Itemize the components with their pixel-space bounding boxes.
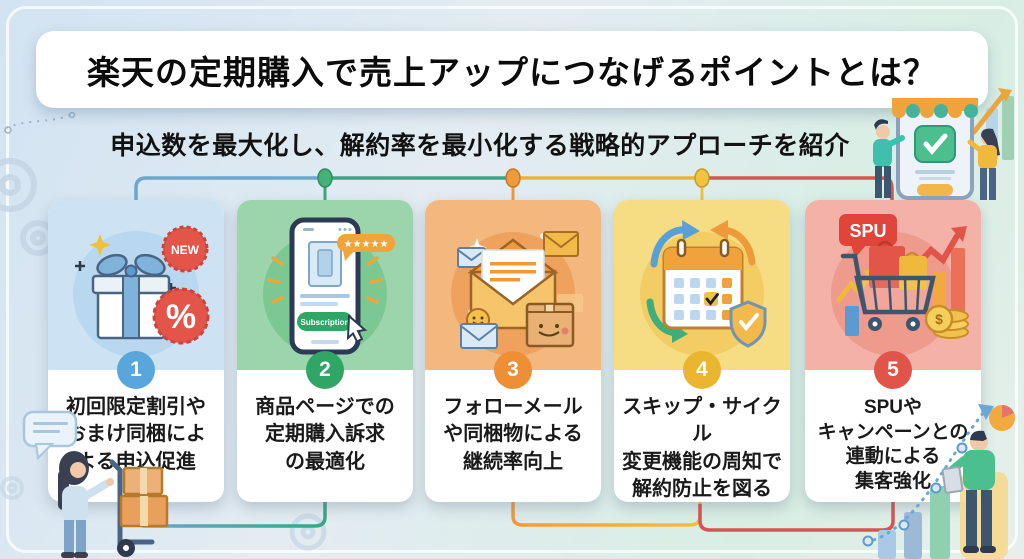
node-dot-orange	[505, 168, 521, 188]
calendar-icon	[662, 238, 744, 330]
card-5-number-badge: 5	[874, 351, 912, 389]
card-1-label-line-1: 初回限定割引や	[66, 396, 206, 418]
subtitle: 申込数を最大化し、解約率を最小化する戦略的アプローチを紹介	[110, 132, 850, 160]
title-banner: 楽天の定期購入で売上アップにつなげるポイントとは？	[36, 31, 988, 108]
card-3-illustration	[425, 200, 601, 370]
storefront-phone-illustration	[873, 88, 1014, 200]
svg-text:%: %	[166, 298, 196, 336]
percent-badge: %	[152, 287, 210, 345]
card-3-label-line-2: や同梱物による	[443, 423, 583, 446]
card-4-label: スキップ・サイクル 変更機能の周知で 解約防止を図る	[618, 394, 786, 504]
refresh-arrows-icon	[646, 220, 756, 343]
card-1-label: 初回限定割引や おまけ同梱によ よる申込促進	[52, 394, 220, 476]
sparkle-icon	[89, 234, 111, 256]
card-5-label-line-1: SPUや	[863, 397, 923, 418]
node-dot-yellow	[694, 168, 710, 188]
envelope-small-yellow-icon	[543, 231, 579, 257]
card-3-label: フォローメール や同梱物による 継続率向上	[429, 394, 597, 476]
person-right-icon	[967, 128, 1000, 200]
button-pill-icon	[917, 184, 953, 196]
rays-icon	[267, 256, 383, 304]
bar-icon	[951, 248, 965, 322]
package-icon	[525, 302, 575, 348]
checkmark-icon	[705, 293, 719, 306]
bar-icon	[845, 306, 859, 336]
analyst-icon	[941, 430, 996, 553]
node-dot-green	[317, 168, 333, 188]
card-5-label-line-2: キャンペーンとの	[817, 421, 969, 443]
card-5-label: SPUや キャンペーンとの 連動による 集客強化	[809, 396, 977, 495]
shopping-cart-icon	[840, 253, 936, 315]
awning-icon	[892, 98, 978, 118]
subscription-button: Subscription	[297, 312, 353, 331]
card-4-label-line-2: 変更機能の周知で	[622, 450, 782, 473]
card-5-label-line-4: 集客強化	[854, 471, 931, 493]
card-5: SPU	[805, 200, 981, 502]
growth-arrow-icon	[971, 91, 1007, 135]
card-4: 4 スキップ・サイクル 変更機能の周知で 解約防止を図る	[614, 200, 790, 502]
card-5-illustration: SPU	[805, 200, 981, 370]
card-3-number-badge: 3	[494, 351, 532, 389]
svg-text:$: $	[935, 311, 943, 327]
card-4-label-line-1: スキップ・サイクル	[622, 396, 782, 446]
bar-chart-icon	[878, 486, 950, 559]
card-2-label-line-1: 商品ページでの	[255, 396, 395, 418]
card-4-illustration	[614, 200, 790, 370]
gear-icon	[0, 476, 24, 500]
plus-sparkle-icon	[75, 261, 85, 271]
page-title: 楽天の定期購入で売上アップにつなげるポイントとは？	[87, 53, 937, 91]
shield-check-icon	[729, 300, 767, 348]
gift-icon	[91, 253, 171, 340]
card-2-number-badge: 2	[306, 351, 344, 389]
envelope-small-blue-icon	[457, 247, 486, 268]
worker-icon	[58, 451, 114, 558]
card-1-label-line-3: よる申込促進	[76, 450, 196, 473]
card-3-label-line-3: 継続率向上	[463, 450, 563, 473]
gear-decoration-bottom	[289, 513, 327, 551]
card-2-illustration: Subscription ★★★★★	[237, 200, 413, 370]
card-5-label-line-3: 連動による	[845, 446, 941, 468]
pie-chart-icon	[989, 405, 1015, 431]
cursor-icon	[346, 313, 368, 343]
svg-text:SPU: SPU	[849, 221, 886, 241]
growth-zigzag-icon	[836, 273, 872, 303]
card-2-label-line-2: 定期購入訴求	[265, 423, 385, 446]
card-2-label-line-3: の最適化	[285, 450, 365, 473]
card-1-number-badge: 1	[117, 351, 155, 389]
card-3: 3 フォローメール や同梱物による 継続率向上	[425, 200, 601, 502]
card-4-number-badge: 4	[683, 351, 721, 389]
card-4-label-line-3: 解約防止を図る	[632, 478, 772, 501]
card-1-illustration: NEW %	[48, 200, 224, 370]
card-2-label: 商品ページでの 定期購入訴求 の最適化	[241, 394, 409, 476]
coins-icon: $	[924, 304, 969, 339]
svg-text:Subscription: Subscription	[301, 318, 350, 327]
svg-text:NEW: NEW	[171, 243, 200, 257]
new-badge: NEW	[161, 225, 209, 273]
hand-truck-icon	[109, 459, 169, 557]
gear-decoration-left	[0, 111, 76, 256]
smiley-envelope-icon	[460, 308, 498, 349]
star-rating-badge: ★★★★★	[337, 234, 395, 261]
speech-bubble-icon	[22, 410, 78, 461]
card-1-label-line-2: おまけ同梱によ	[66, 423, 206, 446]
growth-curve-icon	[862, 404, 994, 547]
card-3-label-line-1: フォローメール	[443, 396, 583, 418]
analytics-person-illustration	[862, 404, 1015, 559]
delivery-person-illustration	[0, 410, 169, 558]
gear-icon	[0, 158, 56, 256]
card-2: Subscription ★★★★★ 2 商品ページでの 定期購入訴求 の最適化	[237, 200, 413, 502]
svg-text:★★★★★: ★★★★★	[344, 239, 389, 250]
